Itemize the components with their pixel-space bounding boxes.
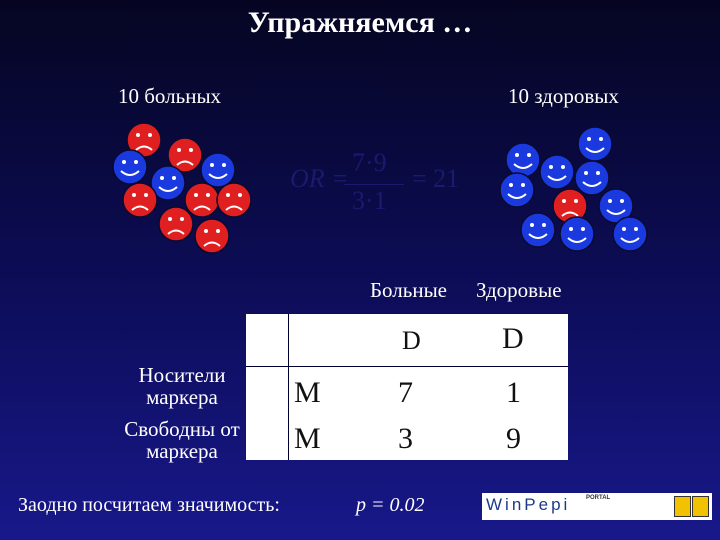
sick-face-icon (126, 122, 162, 158)
healthy-face-icon (559, 216, 595, 252)
cell-marker-sick: 7 (398, 376, 413, 409)
healthy-face-icon (505, 142, 541, 178)
healthy-face-icon (539, 154, 575, 190)
col-symbol-disease: D (402, 326, 421, 355)
healthy-face-icon (499, 172, 535, 208)
healthy-face-icon (612, 216, 648, 252)
healthy-face-icon (598, 188, 634, 224)
column-header-healthy: Здоровые (476, 278, 562, 302)
healthy-face-icon (112, 149, 148, 185)
logo-badge-icon (692, 496, 709, 517)
formula-result: = 21 (412, 164, 460, 193)
healthy-face-icon (150, 165, 186, 201)
winpepi-logo: WinPepi PORTAL (482, 493, 712, 520)
column-header-sick: Больные (370, 278, 448, 302)
formula-denominator: 3·1 (352, 186, 387, 215)
formula-lhs: OR = (290, 164, 349, 193)
sick-face-icon (194, 218, 230, 254)
slide-title: Упражняемся … (247, 6, 473, 39)
healthy-face-icon (520, 212, 556, 248)
sick-face-icon (184, 182, 220, 218)
fraction-bar (344, 184, 404, 185)
logo-badge-icon (674, 496, 691, 517)
sick-group-label: 10 больных (118, 84, 222, 108)
sick-face-icon (122, 182, 158, 218)
healthy-face-icon (577, 126, 613, 162)
cell-marker-healthy: 1 (506, 376, 521, 409)
logo-brand: WinPepi (486, 495, 571, 514)
sick-face-icon (552, 188, 588, 224)
healthy-face-icon (574, 160, 610, 196)
significance-label: Заодно посчитаем значимость: (18, 494, 280, 516)
row-label-carriers: Носители маркера (138, 363, 226, 409)
sick-face-icon (167, 137, 203, 173)
table-divider-horizontal (246, 366, 568, 367)
row-label-free: Свободны от маркера (124, 417, 240, 463)
odds-ratio-formula: OR = 7·9 3·1 = 21 (288, 148, 478, 220)
table-divider-vertical (288, 314, 289, 460)
col-symbol-no-disease: D (502, 322, 524, 355)
logo-portal: PORTAL (586, 495, 611, 501)
healthy-group-label: 10 здоровых (508, 84, 619, 108)
sick-face-icon (216, 182, 252, 218)
cell-nomarker-healthy: 9 (506, 422, 521, 455)
row-symbol-marker: M (294, 376, 321, 409)
cell-nomarker-sick: 3 (398, 422, 413, 455)
sick-face-icon (158, 206, 194, 242)
contingency-table: D D M M 7 1 3 9 (246, 314, 568, 460)
healthy-face-icon (200, 152, 236, 188)
p-value: p = 0.02 (356, 494, 425, 516)
formula-numerator: 7·9 (352, 148, 387, 177)
row-symbol-no-marker: M (294, 422, 321, 455)
